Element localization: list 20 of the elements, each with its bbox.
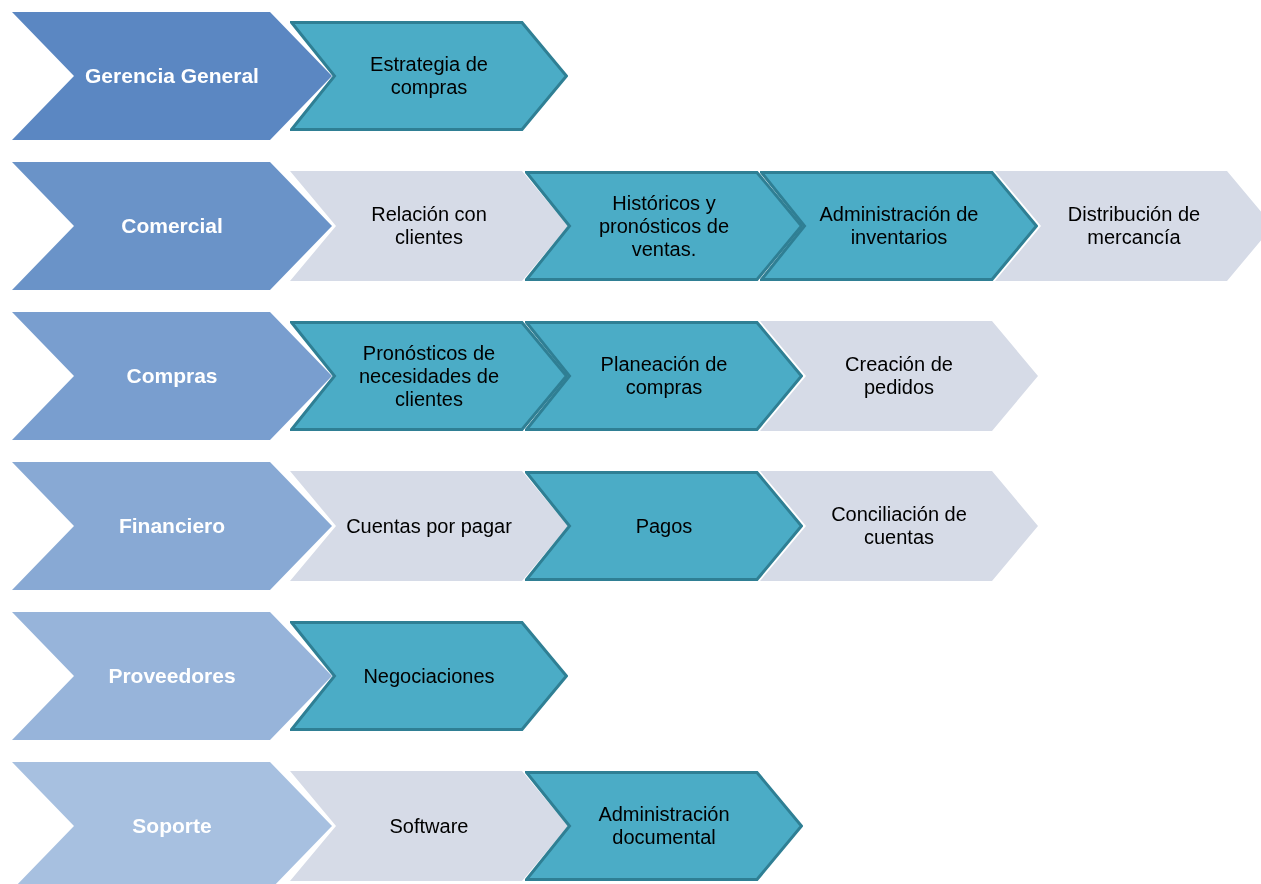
row-heading: Soporte — [132, 814, 212, 838]
row-heading: Proveedores — [108, 664, 236, 688]
step-label: Creación de pedidos — [844, 353, 954, 399]
step-label: Administración documental — [597, 803, 731, 849]
step-label: Estrategia de compras — [369, 53, 489, 99]
row-heading: Compras — [126, 364, 218, 388]
step-label: Conciliación de cuentas — [830, 503, 968, 549]
step-label: Planeación de compras — [599, 353, 729, 399]
step-label: Negociaciones — [363, 664, 495, 688]
step-label: Software — [389, 814, 469, 838]
row-heading: Financiero — [118, 514, 226, 538]
step-label: Distribución de mercancía — [1066, 203, 1202, 249]
step-label: Históricos y pronósticos de ventas. — [597, 191, 731, 261]
step-label: Pronósticos de necesidades de clientes — [357, 341, 501, 411]
step-label: Relación con clientes — [370, 203, 488, 249]
step-label: Cuentas por pagar — [346, 514, 512, 538]
row-heading: Comercial — [121, 214, 223, 238]
step-label: Pagos — [635, 514, 693, 538]
step-label: Administración de inventarios — [818, 203, 980, 249]
row-heading: Gerencia General — [85, 64, 259, 88]
